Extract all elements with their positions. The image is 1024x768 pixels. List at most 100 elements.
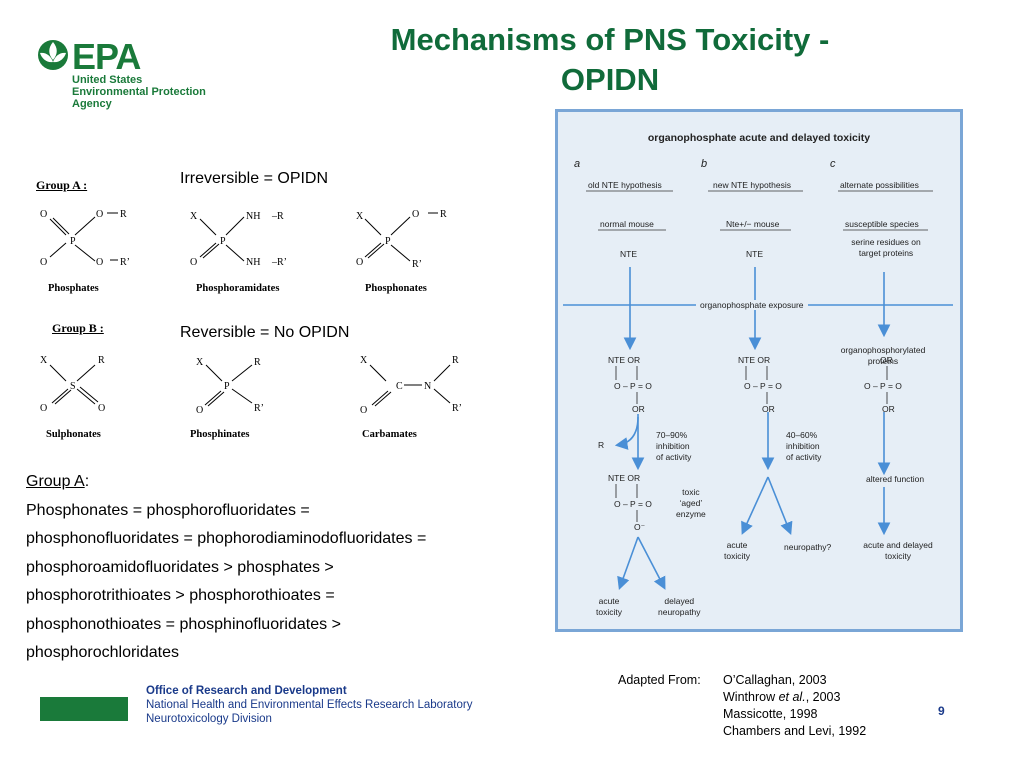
aged-nte-structure: NTE OR O – P = O O⁻ [608, 473, 652, 532]
outcome-b-neuropathy: neuropathy? [784, 542, 832, 552]
svg-text:O: O [360, 405, 367, 416]
group-b-heading: Group B : [52, 321, 104, 335]
caption-sulphonates: Sulphonates [46, 429, 101, 440]
svg-text:O: O [96, 209, 103, 220]
citation-item: Winthrow et al., 2003 [723, 690, 841, 704]
col-b-letter: b [701, 158, 708, 170]
svg-text:P: P [385, 236, 391, 247]
caption-phosphoramidates: Phosphoramidates [196, 283, 280, 294]
svg-text:R: R [254, 357, 261, 368]
svg-text:NTE OR: NTE OR [608, 355, 640, 365]
citation-list: O’Callaghan, 2003 Winthrow et al., 2003 … [723, 672, 866, 740]
svg-text:R: R [98, 355, 105, 366]
group-a-heading: Group A : [36, 178, 88, 192]
col-c-hypothesis: alternate possibilities [840, 180, 919, 190]
svg-text:O – P = O: O – P = O [614, 499, 652, 509]
svg-text:OR: OR [882, 404, 895, 414]
caption-phosphates: Phosphates [48, 283, 99, 294]
reversible-label: Reversible = No OPIDN [180, 324, 350, 341]
svg-text:R: R [440, 209, 447, 220]
svg-text:C: C [396, 381, 403, 392]
epa-flower-icon [38, 40, 68, 70]
citation-label: Adapted From: [618, 673, 701, 687]
svg-text:NH: NH [246, 257, 260, 268]
svg-text:O: O [40, 257, 47, 268]
altered-function-label: altered function [866, 474, 925, 484]
svg-text:S: S [70, 381, 76, 392]
r-leaving-group: R [598, 440, 605, 450]
svg-text:P: P [220, 236, 226, 247]
svg-text:R: R [120, 209, 127, 220]
col-a-target: NTE [620, 249, 637, 259]
citation-item: Chambers and Levi, 1992 [723, 724, 867, 738]
col-a-model: normal mouse [600, 219, 654, 229]
toxicity-mechanism-figure: organophosphate acute and delayed toxici… [555, 109, 963, 632]
svg-text:P: P [70, 236, 76, 247]
col-a-hypothesis: old NTE hypothesis [588, 180, 662, 190]
col-c-letter: c [830, 158, 836, 170]
svg-text:X: X [360, 355, 368, 366]
caption-phosphinates: Phosphinates [190, 429, 250, 440]
figure-title: organophosphate acute and delayed toxici… [647, 132, 871, 144]
svg-text:NTE OR: NTE OR [608, 473, 640, 483]
svg-text:R’: R’ [120, 257, 130, 268]
svg-text:O – P = O: O – P = O [864, 381, 902, 391]
nte-or-structure-b: NTE OR O – P = O OR [738, 355, 782, 414]
col-b-hypothesis: new NTE hypothesis [713, 180, 791, 190]
svg-text:O: O [190, 257, 197, 268]
svg-text:O – P = O: O – P = O [614, 381, 652, 391]
page-number: 9 [938, 704, 945, 718]
svg-text:NTE OR: NTE OR [738, 355, 770, 365]
footer-green-bar [40, 697, 128, 721]
svg-text:X: X [356, 211, 364, 222]
aged-enzyme-label: toxic‘aged’enzyme [676, 487, 706, 519]
svg-text:R: R [452, 355, 459, 366]
svg-text:OR: OR [762, 404, 775, 414]
svg-text:O: O [412, 209, 419, 220]
svg-text:OR: OR [632, 404, 645, 414]
svg-text:X: X [40, 355, 48, 366]
protein-or-structure-c: OR O – P = O OR [864, 355, 902, 414]
svg-text:–R: –R [271, 211, 284, 222]
irreversible-label: Irreversible = OPIDN [180, 170, 329, 187]
mechanism-arrows [563, 190, 953, 591]
svg-text:X: X [190, 211, 198, 222]
logo-name: EPA [72, 36, 141, 77]
caption-phosphonates: Phosphonates [365, 283, 427, 294]
svg-text:O: O [96, 257, 103, 268]
logo-subtitle: United States Environmental Protection A… [72, 74, 206, 110]
col-b-model: Nte+/− mouse [726, 219, 780, 229]
svg-text:O⁻: O⁻ [634, 522, 646, 532]
citation-item: Massicotte, 1998 [723, 707, 818, 721]
svg-text:P: P [224, 381, 230, 392]
svg-text:O – P = O: O – P = O [744, 381, 782, 391]
svg-text:O: O [40, 403, 47, 414]
page-title: Mechanisms of PNS Toxicity - OPIDN [390, 22, 830, 97]
svg-text:X: X [196, 357, 204, 368]
svg-text:OR: OR [880, 355, 893, 365]
svg-text:O: O [40, 209, 47, 220]
svg-text:R’: R’ [254, 403, 264, 414]
svg-text:R’: R’ [452, 403, 462, 414]
svg-text:O: O [98, 403, 105, 414]
footer-office: Office of Research and Development Natio… [146, 685, 473, 725]
group-a-ranking-text: Group A: Phosphonates = phosphorofluorid… [26, 473, 427, 661]
svg-text:R’: R’ [412, 259, 422, 270]
citation-item: O’Callaghan, 2003 [723, 673, 827, 687]
exposure-label: organophosphate exposure [696, 300, 808, 310]
svg-text:NH: NH [246, 211, 260, 222]
caption-carbamates: Carbamates [362, 429, 417, 440]
col-a-letter: a [574, 158, 581, 170]
svg-text:N: N [424, 381, 431, 392]
nte-or-structure-a: NTE OR O – P = O OR [608, 355, 652, 414]
svg-text:O: O [356, 257, 363, 268]
svg-text:O: O [196, 405, 203, 416]
